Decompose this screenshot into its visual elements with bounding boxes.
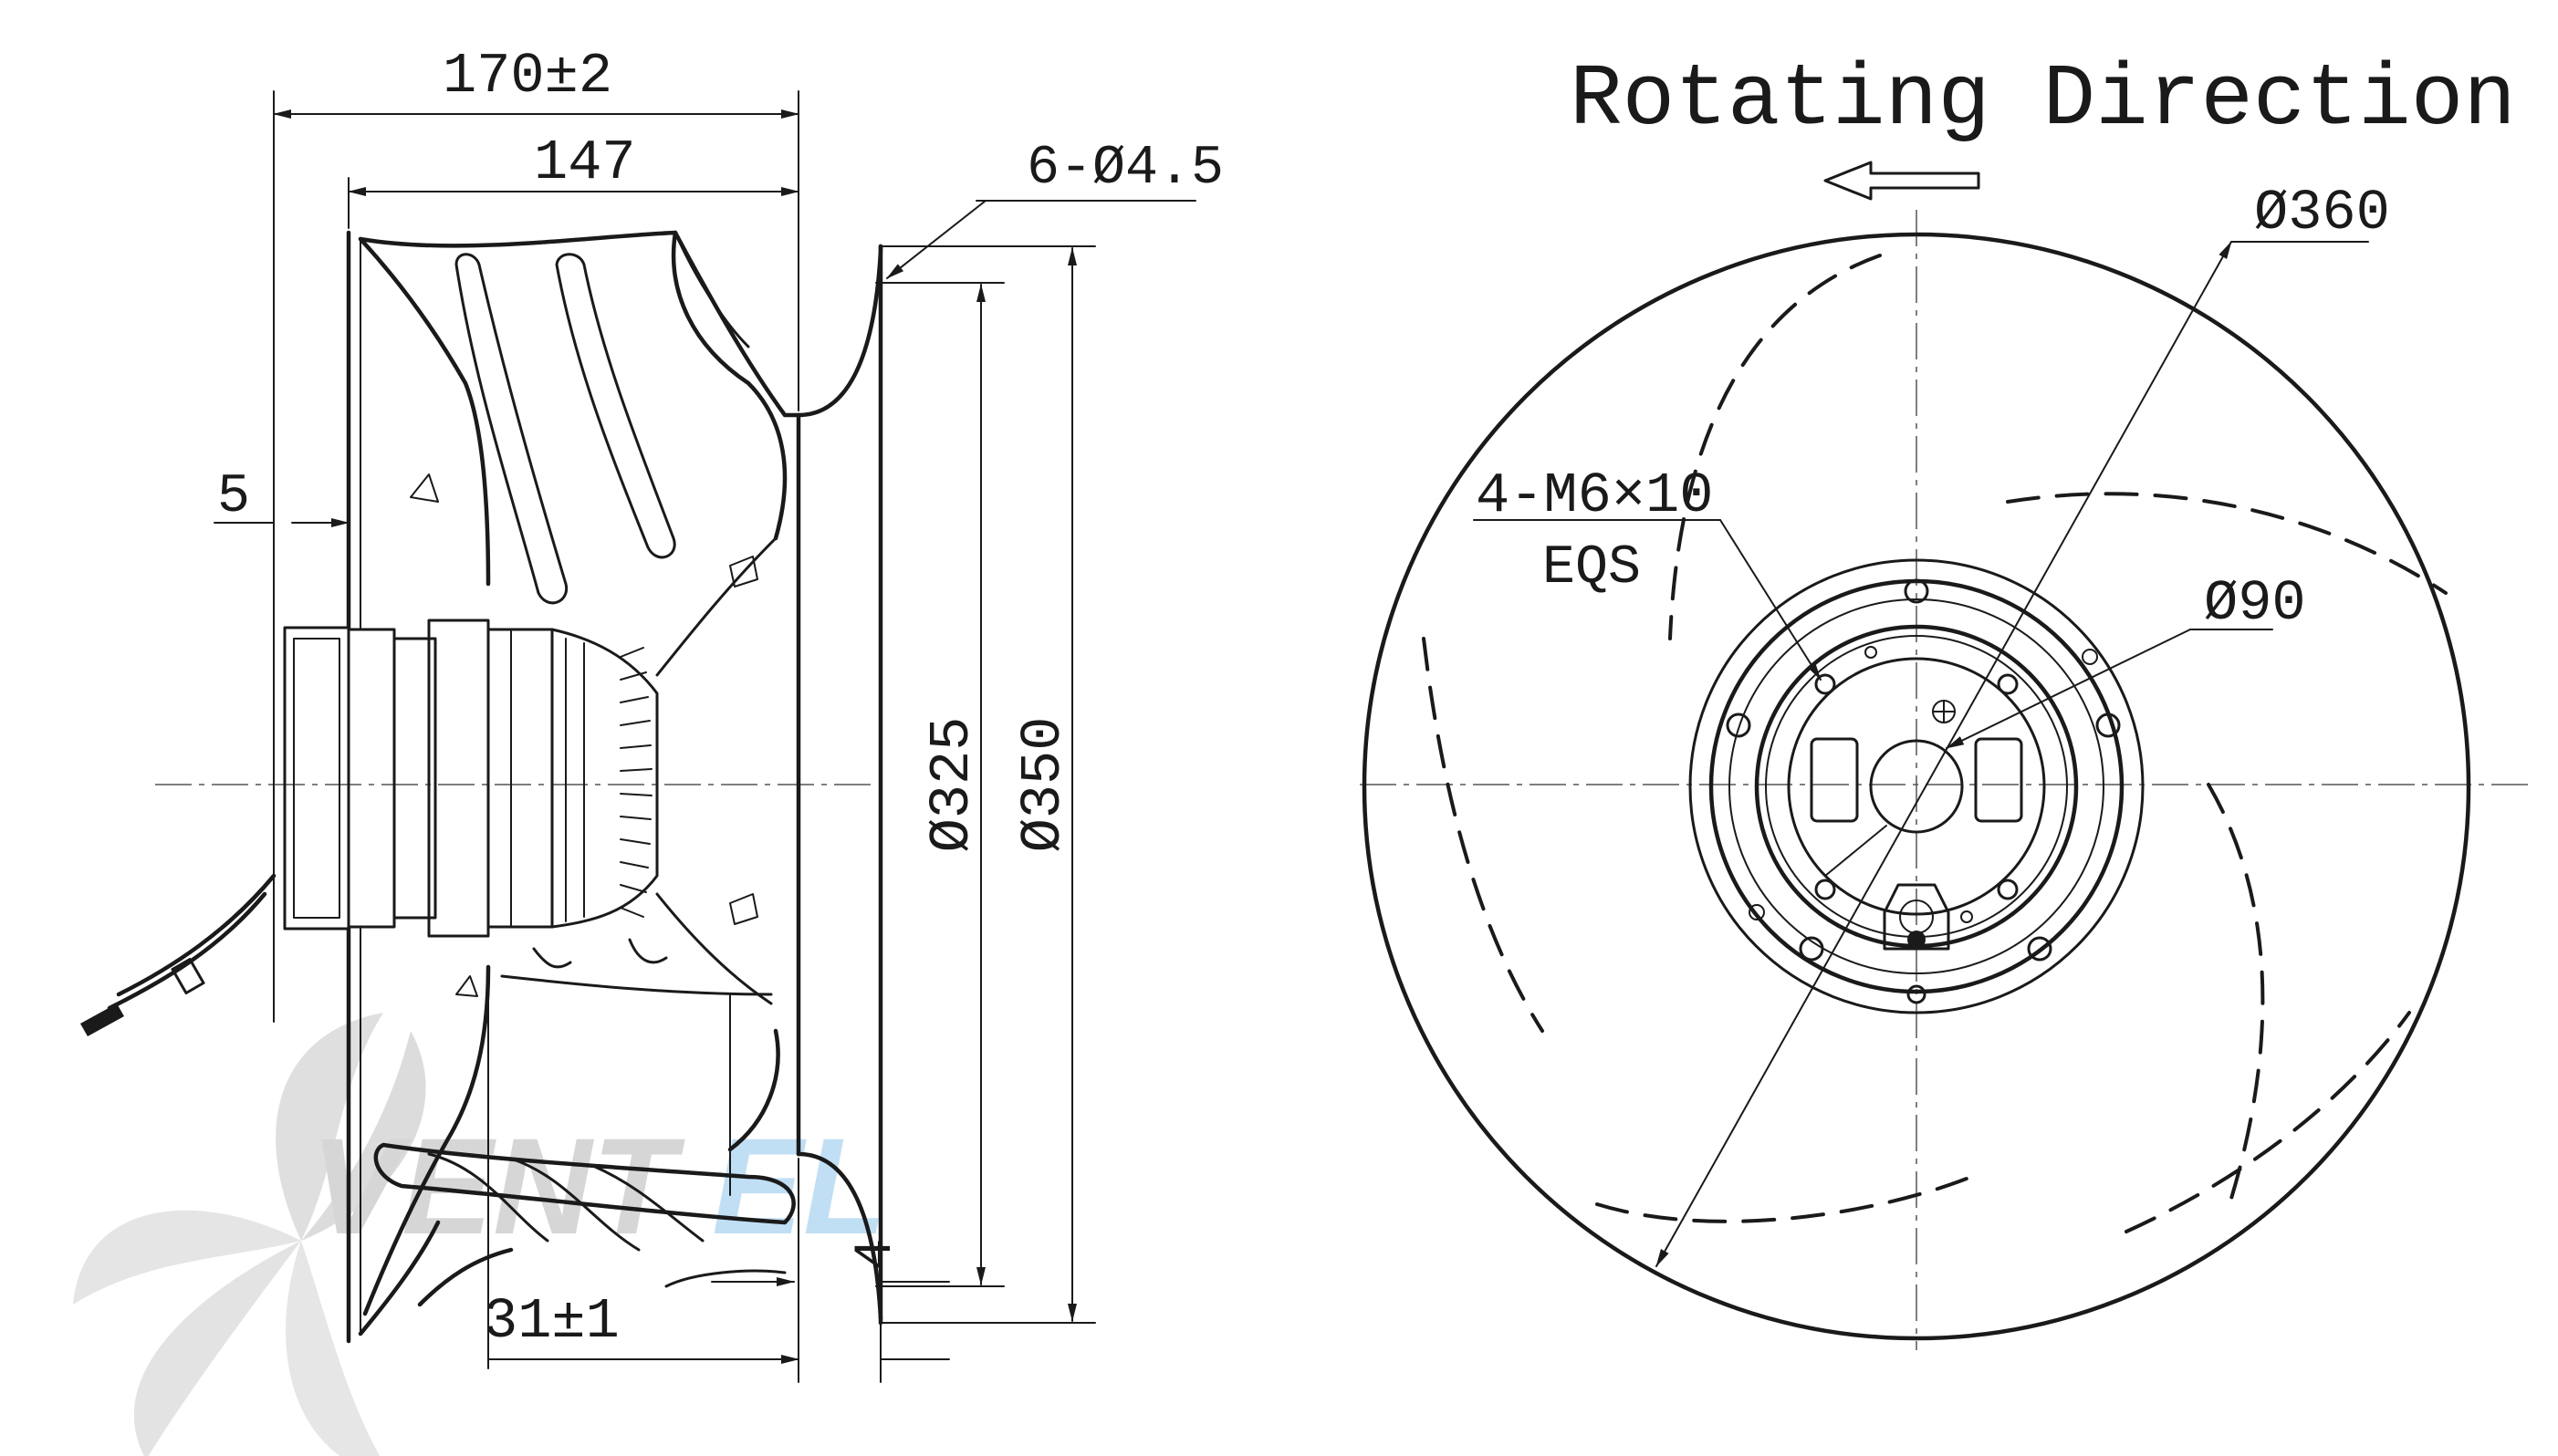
- dim-hub-diameter: Ø90: [2204, 571, 2306, 636]
- side-dimensions: [214, 90, 1196, 1383]
- dim-mount-threads: 4-M6×10: [1476, 463, 1713, 528]
- left-arrow-icon: [1823, 161, 1980, 201]
- shroud-band: [373, 1142, 796, 1307]
- dim-hole-pattern: 6-Ø4.5: [1027, 138, 1224, 200]
- front-view: Rotating Direction: [1360, 50, 2528, 1350]
- front-dimensions: [1473, 241, 2369, 1267]
- svg-text:VENT: VENT: [310, 1109, 685, 1263]
- dim-flange: 4: [847, 1239, 906, 1271]
- motor-body: [283, 619, 659, 938]
- motor-fins: [620, 647, 653, 918]
- impeller-outer-circle: [1362, 232, 2471, 1341]
- dim-mount-note: EQS: [1542, 537, 1641, 599]
- dim-outer-diameter: Ø350: [1011, 717, 1076, 853]
- dim-inlet-depth: 31±1: [484, 1289, 620, 1354]
- side-view: 170±2 147 6-Ø4.5 5 Ø325 Ø350 31±1 4: [80, 44, 1224, 1383]
- dim-offset: 5: [217, 466, 250, 528]
- inlet-ring: [673, 230, 895, 1326]
- motor-cable: [80, 873, 277, 1036]
- dim-inner-diameter: Ø325: [920, 717, 985, 853]
- rotating-direction-title: Rotating Direction: [1570, 50, 2516, 150]
- backplate: [346, 230, 361, 1344]
- watermark-logo: VENT EL: [73, 1013, 887, 1456]
- fan-logo-icon: [73, 1013, 426, 1456]
- dim-overall-width: 170±2: [443, 44, 612, 109]
- dim-impeller-diameter: Ø360: [2254, 181, 2390, 245]
- impeller-blades-upper: [358, 230, 788, 677]
- impeller-blades-lower: [358, 892, 780, 1336]
- dim-impeller-width: 147: [534, 130, 636, 195]
